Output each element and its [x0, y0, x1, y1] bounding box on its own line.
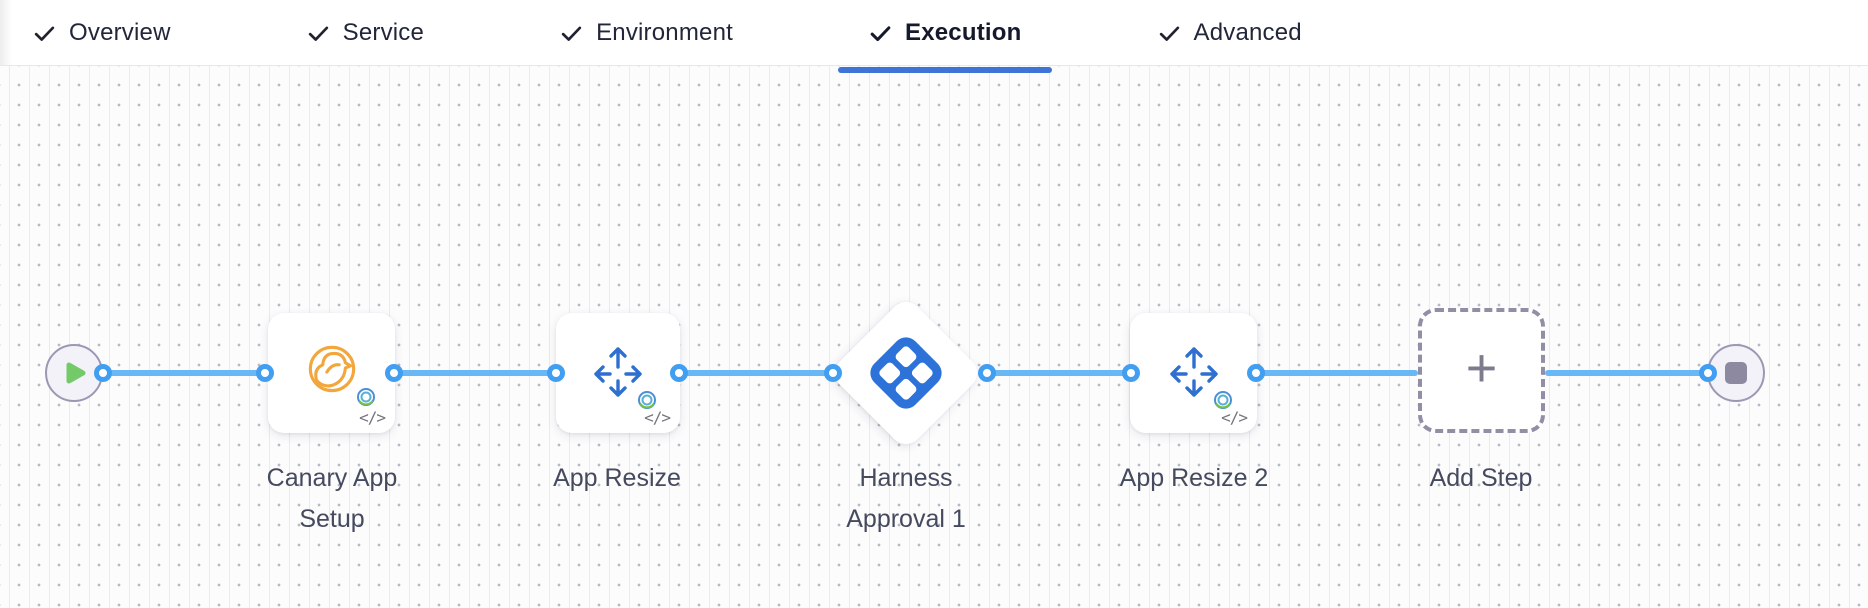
- step-node-harness-approval[interactable]: [828, 295, 984, 451]
- gear-icon: [356, 387, 375, 406]
- tab-label: Environment: [596, 19, 733, 46]
- code-icon[interactable]: </>: [359, 408, 386, 427]
- stage-tabs: Overview Service Environment Execution A…: [0, 0, 1868, 73]
- tab-label: Execution: [905, 19, 1022, 46]
- tab-service[interactable]: Service: [276, 0, 454, 66]
- resize-arrows-icon: [1169, 346, 1218, 397]
- step-label-canary-app-setup: Canary App Setup: [266, 464, 398, 533]
- port-canary-out[interactable]: [385, 364, 403, 382]
- edge: [1256, 370, 1418, 376]
- gear-icon: [638, 390, 656, 409]
- edge: [103, 370, 265, 376]
- port-resize-out[interactable]: [670, 364, 688, 382]
- step-label-add-step: Add Step: [1429, 464, 1533, 492]
- edge: [394, 370, 556, 376]
- step-node-canary-app-setup[interactable]: </>: [268, 313, 395, 433]
- code-icon[interactable]: </>: [1221, 408, 1248, 427]
- code-icon[interactable]: </>: [644, 408, 671, 427]
- port-approval-out[interactable]: [978, 364, 996, 382]
- tab-advanced[interactable]: Advanced: [1127, 0, 1332, 66]
- tab-label: Service: [342, 19, 425, 46]
- harness-approval-icon: [864, 331, 948, 415]
- step-node-app-resize[interactable]: </>: [556, 313, 680, 433]
- tab-execution[interactable]: Execution: [838, 0, 1052, 73]
- port-approval-in[interactable]: [824, 364, 842, 382]
- check-icon: [308, 26, 328, 41]
- stop-icon: [1725, 362, 1747, 384]
- stage-config-header: Overview Service Environment Execution A…: [0, 0, 1868, 73]
- edge: [987, 370, 1131, 376]
- plus-icon: +: [1465, 337, 1498, 398]
- step-label-app-resize-2: App Resize 2: [1119, 464, 1269, 492]
- edge: [679, 370, 833, 376]
- pipeline-canvas[interactable]: </> </>: [0, 66, 1868, 608]
- port-resize2-out[interactable]: [1247, 364, 1265, 382]
- check-icon: [870, 25, 891, 41]
- gear-icon: [1213, 390, 1232, 409]
- tab-environment[interactable]: Environment: [529, 0, 763, 66]
- step-label-app-resize: App Resize: [553, 464, 681, 492]
- step-label-harness-approval: Harness Approval 1: [846, 464, 966, 533]
- canary-icon: [308, 345, 355, 392]
- check-icon: [561, 26, 582, 41]
- add-step-button[interactable]: +: [1418, 308, 1545, 433]
- check-icon: [34, 26, 55, 41]
- port-start-out[interactable]: [94, 364, 112, 382]
- edge: [1545, 370, 1708, 376]
- tab-overview[interactable]: Overview: [2, 0, 201, 66]
- tab-label: Overview: [69, 19, 171, 46]
- check-icon: [1159, 26, 1179, 41]
- port-resize-in[interactable]: [547, 364, 565, 382]
- port-resize2-in[interactable]: [1122, 364, 1140, 382]
- port-canary-in[interactable]: [256, 364, 274, 382]
- play-icon: [66, 362, 86, 384]
- resize-arrows-icon: [594, 346, 642, 397]
- pipeline-start-node[interactable]: [45, 344, 103, 402]
- tab-label: Advanced: [1193, 19, 1302, 46]
- step-node-app-resize-2[interactable]: </>: [1130, 313, 1257, 433]
- port-end-in[interactable]: [1699, 364, 1717, 382]
